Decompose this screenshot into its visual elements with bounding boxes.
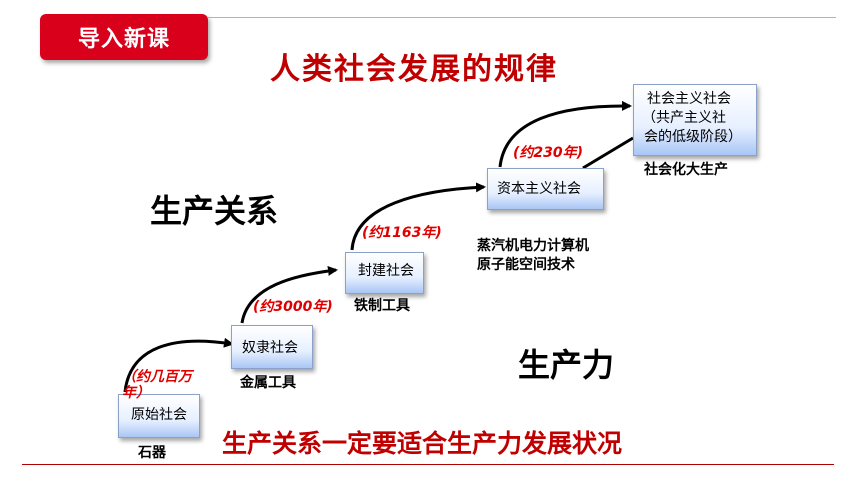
tool-steam-line1: 蒸汽机电力计算机 (477, 238, 589, 254)
relations-label: 生产关系 (150, 192, 279, 230)
stage-socialist-line3: 会的低级阶段） (644, 129, 742, 145)
forces-label: 生产力 (518, 346, 615, 384)
connector-capitalist-socialist (582, 136, 634, 170)
arrow-primitive-to-slave (123, 337, 234, 393)
stage-slave-label: 奴隶社会 (242, 340, 298, 356)
tool-iron: 铁制工具 (354, 298, 410, 314)
period-feudal: (约1163年) (362, 225, 442, 241)
stage-primitive-box: 原始社会 (118, 394, 200, 438)
stage-socialist-box: 社会主义社会 （共产主义社 会的低级阶段） (633, 84, 757, 156)
tool-metal: 金属工具 (240, 375, 296, 391)
stage-socialist-line1: 社会主义社会 (647, 91, 731, 107)
arrow-feudal-to-capitalist (350, 182, 486, 251)
tool-socialized: 社会化大生产 (644, 162, 728, 178)
conclusion-text: 生产关系一定要适合生产力发展状况 (222, 429, 623, 458)
period-capitalist: (约230年) (513, 145, 584, 161)
arrow-slave-to-feudal (240, 266, 338, 324)
page-title: 人类社会发展的规律 (270, 52, 558, 87)
stage-primitive-label: 原始社会 (131, 407, 187, 423)
stage-capitalist-label: 资本主义社会 (497, 181, 581, 197)
stage-socialist-line2: （共产主义社 (642, 110, 726, 126)
period-slave: (约3000年) (253, 299, 333, 315)
stage-slave-box: 奴隶社会 (231, 325, 313, 369)
tool-steam-line2: 原子能空间技术 (477, 257, 575, 273)
section-badge: 导入新课 (40, 14, 208, 60)
tool-stone: 石器 (138, 445, 166, 461)
period-primitive: （约几百万年） (122, 369, 192, 401)
bottom-divider (22, 464, 834, 465)
stage-capitalist-box: 资本主义社会 (487, 168, 604, 210)
stage-feudal-label: 封建社会 (358, 263, 414, 279)
arrow-capitalist-to-socialist (498, 100, 632, 168)
top-divider (208, 17, 836, 18)
stage-feudal-box: 封建社会 (345, 252, 424, 294)
